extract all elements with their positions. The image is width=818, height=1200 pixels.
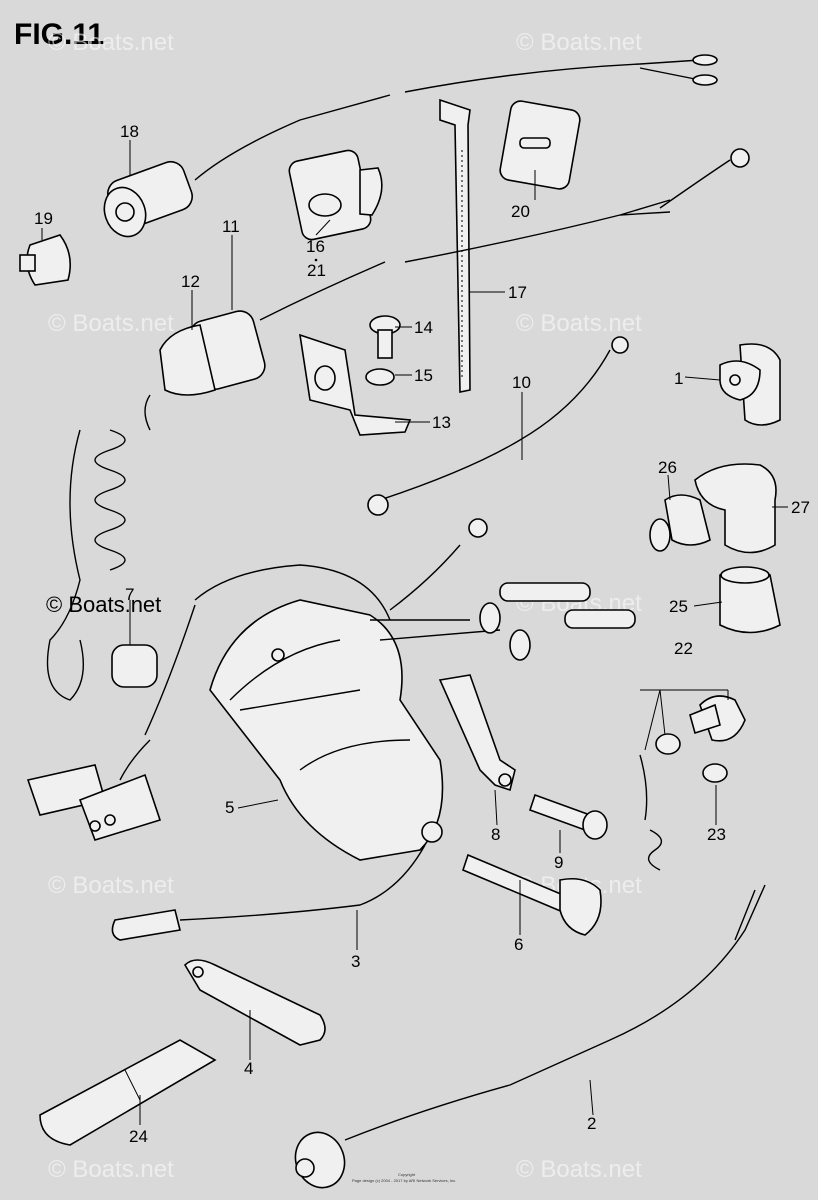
part-4-clamp [183,959,326,1046]
callout-24: 24 [129,1127,148,1146]
callout-8: 8 [491,825,500,844]
part-8-bracket [438,674,516,792]
copyright-line-2: Page design (c) 2004 - 2017 by ARI Netwo… [352,1178,456,1183]
watermark: © Boats.net [48,29,174,56]
callout-21: 21 [307,261,326,280]
callouts: 1 2 3 4 5 6 7 8 9 10 11 12 13 14 15 16 1… [34,122,810,1146]
callout-16: 16 [306,237,325,256]
part-13-bracket [299,333,412,436]
watermark: © Boats.net [516,29,642,56]
part-26-plug-boot [649,494,711,552]
callout-11: 11 [222,217,240,236]
callout-6: 6 [514,935,523,954]
part-19-cap [19,234,71,286]
part-27-plug-cap [694,463,777,554]
part-connectors [26,604,196,841]
part-25-sleeve [719,566,781,634]
callout-27: 27 [791,498,810,517]
part-24-threaded-cable [39,1039,217,1146]
part-20-grommet [499,100,581,190]
callout-14: 14 [414,318,433,337]
callout-4: 4 [244,1059,253,1078]
watermark: © Boats.net [516,310,642,337]
callout-separator-dot [314,258,318,262]
part-15-washer [365,368,395,386]
part-3-sensor-wire [111,821,443,941]
part-18-connector [103,54,718,238]
part-16-grommet [288,149,383,241]
callout-1: 1 [674,369,683,388]
part-6-bolt [462,853,602,936]
callout-7: 7 [125,585,134,604]
part-14-screw [369,315,401,359]
watermark: © Boats.net [48,1156,174,1183]
watermark: © Boats.net [48,872,174,899]
callout-5: 5 [225,798,234,817]
part-23-washer [702,763,728,783]
copyright-line-1: Copyright [398,1172,416,1177]
part-10-ground-wire [367,336,629,516]
part-11-switch [46,310,266,701]
leader-lines [41,140,788,1125]
watermark: © Boats.net [516,1156,642,1183]
part-cable-ring-terminal [259,148,750,321]
callout-19: 19 [34,209,53,228]
callout-10: 10 [512,373,531,392]
callout-2: 2 [587,1114,596,1133]
callout-20: 20 [511,202,530,221]
callout-26: 26 [658,458,677,477]
callout-22: 22 [674,639,693,658]
part-17-cable-tie [439,98,471,393]
callout-17: 17 [508,283,527,302]
figure-title: FIG.11 [14,18,104,51]
watermark-main: © Boats.net [46,592,161,617]
callout-15: 15 [414,366,433,385]
callout-9: 9 [554,853,563,872]
part-5-cdi-unit [194,518,636,861]
part-7-spacer [111,644,158,688]
callout-23: 23 [707,825,726,844]
callout-18: 18 [120,122,139,141]
part-22-assembly [639,695,746,871]
callout-12: 12 [181,272,200,291]
callout-25: 25 [669,597,688,616]
part-1-plug-cap [719,343,781,426]
watermark: © Boats.net [48,310,174,337]
callout-13: 13 [432,413,451,432]
callout-3: 3 [351,952,360,971]
part-9-bolt [528,793,608,840]
part-2-cable [294,884,766,1189]
